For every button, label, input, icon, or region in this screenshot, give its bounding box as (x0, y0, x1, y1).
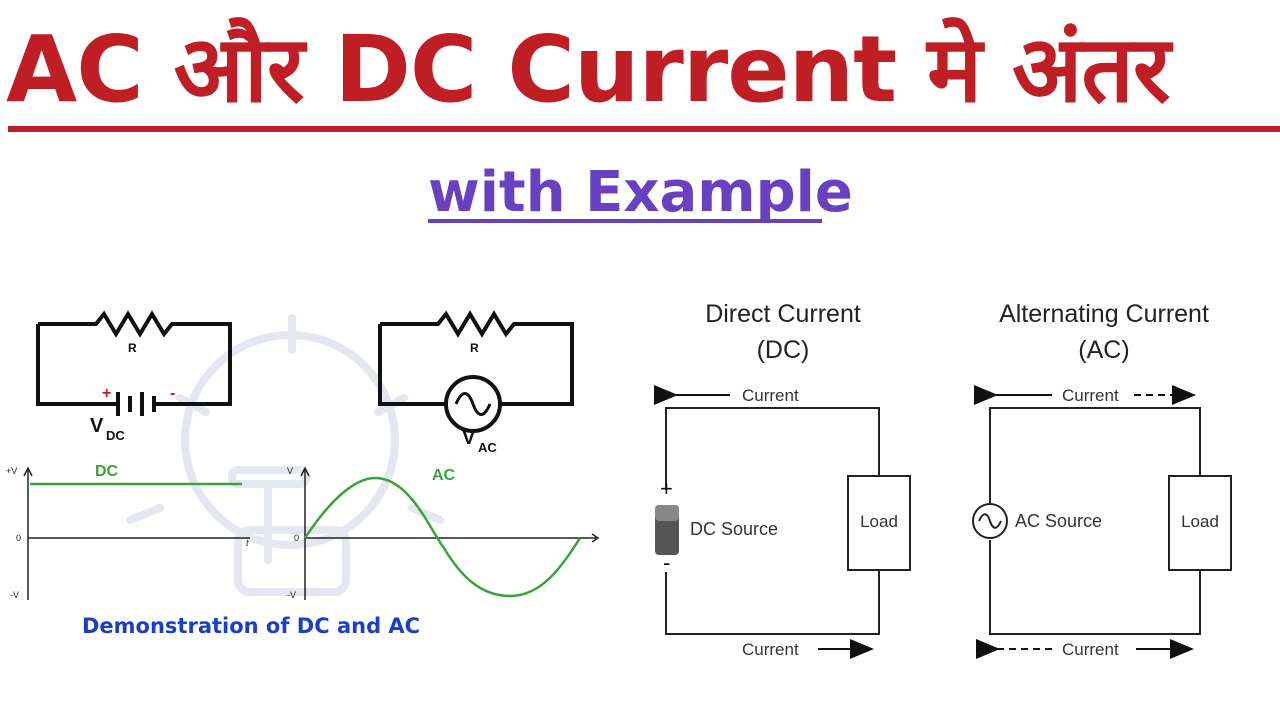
lightbulb-watermark-icon (126, 314, 444, 596)
dc-graph: DC +V 0 -V t (6, 463, 250, 600)
subtitle-underline (428, 219, 822, 223)
dc-top-current: Current (742, 386, 799, 405)
dc-source-plus: + (660, 476, 673, 501)
dc-y-top: +V (6, 466, 17, 476)
ac-wire-loop (989, 407, 1201, 635)
ac-diagram-title-line2: (AC) (1078, 336, 1129, 364)
ac-top-current: Current (1062, 386, 1119, 405)
ac-bottom-current: Current (1062, 640, 1119, 659)
ac-series-label: AC (432, 467, 456, 484)
dc-load-label: Load (860, 512, 898, 531)
dc-source-minus: - (663, 550, 670, 575)
dc-x-label: t (246, 538, 249, 548)
ac-circuit (378, 310, 574, 433)
ac-y-top: V (287, 466, 293, 476)
ac-source-label: AC Source (1015, 511, 1102, 531)
dc-diagram-title-line1: Direct Current (705, 300, 861, 328)
dc-diagram: Direct Current (DC) Current Current + - … (654, 300, 911, 659)
ac-sine-wave (303, 476, 582, 598)
ac-y-zero: 0 (294, 533, 299, 543)
dc-battery-plus: + (102, 385, 111, 402)
ac-diagram-title-line1: Alternating Current (999, 300, 1209, 328)
dc-resistor-label: R (128, 341, 137, 355)
ac-source-label: V (462, 427, 476, 449)
ac-load-box (1168, 475, 1232, 571)
dc-bottom-current: Current (742, 640, 799, 659)
page-title: AC और DC Current मे अंतर (6, 16, 1171, 123)
dc-source-label: DC Source (690, 519, 778, 539)
dc-diagram-title-line2: (DC) (757, 336, 810, 364)
ac-y-bottom: -V (287, 590, 296, 600)
graph-caption: Demonstration of DC and AC (82, 614, 420, 638)
dc-y-bottom: -V (10, 590, 19, 600)
page-subtitle: with Example (428, 160, 853, 225)
dc-circuit-labels: R + - V DC (90, 341, 175, 443)
dc-battery-minus: - (170, 385, 175, 402)
ac-load-label: Load (1181, 512, 1219, 531)
dc-circuit (36, 310, 232, 416)
title-underline (8, 126, 1280, 132)
dc-battery-icon (655, 505, 679, 555)
dc-y-zero: 0 (16, 533, 21, 543)
ac-graph: AC V 0 -V (287, 466, 600, 600)
ac-source-symbol-icon (972, 503, 1008, 539)
ac-diagram: Alternating Current (AC) Current Current… (972, 300, 1232, 659)
ac-resistor-label: R (470, 341, 479, 355)
dc-wire-loop (665, 407, 880, 635)
dc-source-sub: DC (106, 428, 125, 443)
ac-circuit-labels: R V AC (462, 341, 497, 455)
dc-load-box (847, 475, 911, 571)
dc-source-label: V (90, 415, 104, 437)
ac-source-sub: AC (478, 440, 497, 455)
dc-series-label: DC (95, 463, 119, 480)
